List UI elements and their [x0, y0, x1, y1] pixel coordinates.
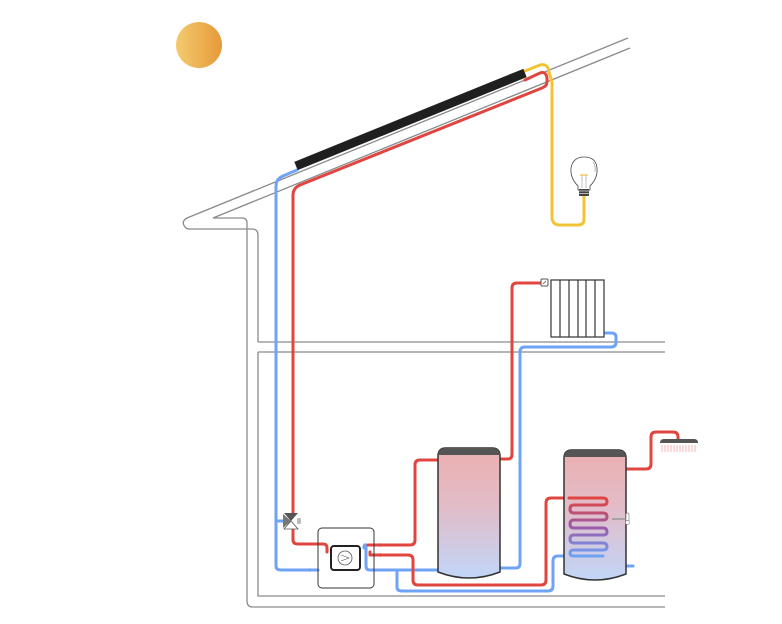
sun-icon	[176, 22, 222, 68]
lightbulb-icon	[570, 156, 598, 196]
thermometer-icon	[612, 512, 630, 525]
house-outline	[182, 37, 665, 608]
roof-outer-line	[182, 37, 629, 342]
hot-pipes	[291, 71, 680, 587]
radiator	[540, 278, 605, 338]
pump-icon	[337, 550, 353, 566]
shower-head-icon	[660, 439, 698, 452]
solar-panel	[294, 68, 527, 171]
cold-pipes	[274, 168, 635, 593]
hot-water-tank	[563, 449, 630, 581]
ground-floor-inner-wall	[257, 352, 665, 597]
buffer-tank	[437, 447, 501, 579]
three-way-valve-icon	[283, 513, 301, 530]
heat-exchanger-coil	[567, 496, 609, 558]
electric-wire	[523, 63, 586, 227]
roof-inner-line	[212, 47, 665, 608]
pump-station	[306, 527, 384, 589]
